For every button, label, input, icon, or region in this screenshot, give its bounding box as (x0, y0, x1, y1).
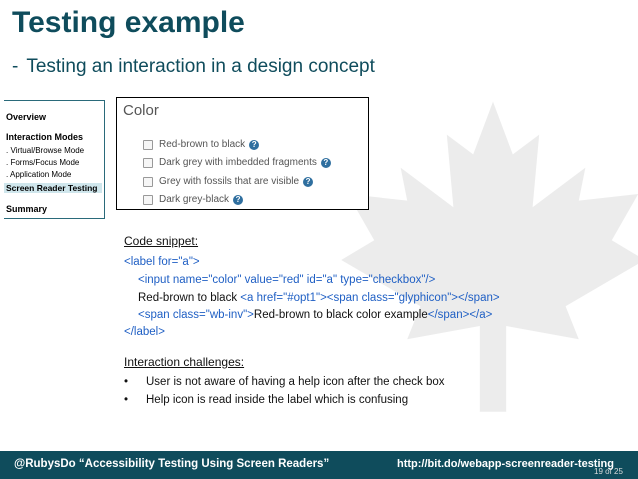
color-option-label[interactable]: Dark grey-black (159, 194, 230, 205)
color-option-row: Red-brown to black ? (143, 139, 260, 150)
page-total: 25 (614, 467, 623, 476)
question-circle-icon[interactable]: ? (303, 176, 314, 187)
code-line-label-open: <label for="a"> (124, 256, 200, 268)
agenda-nav: Overview Interaction Modes . Virtual/Bro… (4, 100, 105, 219)
code-tag: <a href="#opt1"><span class="glyphicon">… (240, 292, 500, 304)
nav-item-interaction-modes[interactable]: Interaction Modes (6, 132, 84, 142)
bullet-icon: • (124, 376, 129, 388)
nav-item-virtual-browse-mode[interactable]: . Virtual/Browse Mode (6, 146, 85, 155)
bullet-icon: • (124, 394, 129, 406)
subtitle-dash: - (12, 56, 19, 77)
code-tag: <span class="wb-inv"> (138, 309, 254, 321)
footer-url-link[interactable]: http://bit.do/webapp-screenreader-testin… (397, 458, 614, 470)
challenge-text: User is not aware of having a help icon … (146, 376, 445, 388)
slide-footer: @RubysDo “Accessibility Testing Using Sc… (0, 451, 638, 479)
code-line-label-close: </label> (124, 326, 165, 338)
slide-subtitle: -Testing an interaction in a design conc… (12, 56, 375, 78)
checkbox-icon[interactable] (143, 176, 153, 187)
color-option-label[interactable]: Dark grey with imbedded fragments (159, 157, 317, 168)
maple-leaf-watermark-icon (341, 101, 638, 412)
footer-presentation-title: @RubysDo “Accessibility Testing Using Sc… (14, 458, 330, 470)
checkbox-icon[interactable] (143, 139, 153, 150)
challenge-text: Help icon is read inside the label which… (146, 394, 409, 406)
nav-item-forms-focus-mode[interactable]: . Forms/Focus Mode (6, 158, 80, 167)
question-circle-icon[interactable]: ? (249, 139, 260, 150)
checkbox-icon[interactable] (143, 157, 153, 168)
nav-item-summary[interactable]: Summary (6, 204, 48, 214)
code-line-link: Red-brown to black <a href="#opt1"><span… (138, 292, 500, 304)
page-of: of (605, 467, 612, 476)
checkbox-icon[interactable] (143, 194, 153, 205)
color-option-label[interactable]: Red-brown to black (159, 139, 246, 150)
nav-item-screen-reader-testing[interactable]: Screen Reader Testing (4, 183, 102, 193)
color-panel-title: Color (123, 102, 159, 119)
color-option-row: Dark grey-black ? (143, 194, 244, 205)
code-text: Red-brown to black (138, 292, 241, 304)
color-option-label[interactable]: Grey with fossils that are visible (159, 176, 300, 187)
code-snippet-heading: Code snippet: (124, 234, 199, 248)
question-circle-icon[interactable]: ? (320, 157, 331, 168)
page-current: 19 (594, 467, 603, 476)
challenges-heading: Interaction challenges: (124, 355, 245, 369)
nav-item-application-mode[interactable]: . Application Mode (6, 170, 72, 179)
color-options-panel: Color Red-brown to black ? Dark grey wit… (116, 97, 369, 210)
challenge-item: • User is not aware of having a help icon… (124, 376, 445, 388)
subtitle-text: Testing an interaction in a design conce… (26, 56, 375, 77)
code-tag: </span></a> (427, 309, 493, 321)
slide-title: Testing example (12, 6, 245, 39)
question-circle-icon[interactable]: ? (233, 194, 244, 205)
challenge-item: • Help icon is read inside the label whic… (124, 394, 408, 406)
page-number: 19 of 25 (594, 467, 623, 476)
color-option-row: Dark grey with imbedded fragments ? (143, 157, 331, 168)
color-option-row: Grey with fossils that are visible ? (143, 176, 314, 187)
code-line-input: <input name="color" value="red" id="a" t… (138, 274, 436, 286)
nav-item-overview[interactable]: Overview (6, 112, 47, 122)
code-line-span: <span class="wb-inv">Red-brown to black … (138, 309, 492, 321)
code-text: Red-brown to black color example (253, 309, 428, 321)
